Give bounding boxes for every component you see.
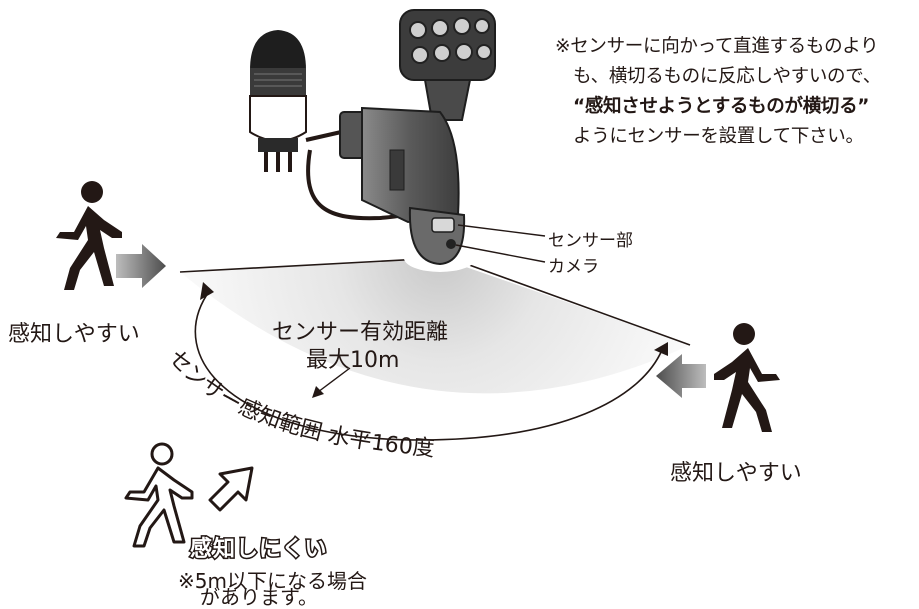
arc-arrowhead-right xyxy=(654,342,668,356)
fan-edge-left xyxy=(179,257,441,273)
light-bulb-icon xyxy=(249,30,307,172)
flood-light-device-icon xyxy=(339,9,496,266)
distance-arrowhead xyxy=(312,386,324,398)
sensor-part-label: センサー部 xyxy=(548,231,633,251)
note-line-1: ※センサーに向かって直進するものより xyxy=(555,36,879,57)
walking-person-icon xyxy=(714,323,780,432)
note-line-2: も、横切るものに反応しやすいので、 xyxy=(573,66,881,87)
note-line-3: “感知させようとするものが横切る” xyxy=(573,96,870,117)
fan-edge-right xyxy=(449,257,691,346)
range-title: センサー有効距離 xyxy=(272,320,449,345)
hard-detect-note-line-1: ※5m以下になる場合 xyxy=(178,569,367,593)
range-max-distance: 最大10m xyxy=(306,348,400,373)
hard-detect-label: 感知しにくい xyxy=(189,536,329,564)
note-line-4: ようにセンサーを設置して下さい。 xyxy=(573,126,864,147)
arrow-up-right-icon xyxy=(208,466,254,512)
installation-note: ※センサーに向かって直進するものより も、横切るものに反応しやすいので、 “感知… xyxy=(555,32,881,152)
arc-arrowhead-left xyxy=(200,282,214,300)
range-arc xyxy=(194,289,663,441)
camera-label: カメラ xyxy=(548,257,599,277)
walking-person-icon xyxy=(56,181,122,290)
easy-detect-left-label: 感知しやすい xyxy=(8,322,140,347)
easy-detect-right-label: 感知しやすい xyxy=(670,461,802,486)
walking-person-icon xyxy=(124,442,194,548)
camera-leader-line xyxy=(455,244,546,263)
distance-arrow xyxy=(317,367,351,393)
hard-detect-note-line-2: があります。 xyxy=(200,585,318,609)
detection-fan xyxy=(180,258,690,394)
sensor-leader-line xyxy=(457,224,546,237)
arrow-left-icon xyxy=(656,354,706,398)
arrow-right-icon xyxy=(116,244,166,288)
